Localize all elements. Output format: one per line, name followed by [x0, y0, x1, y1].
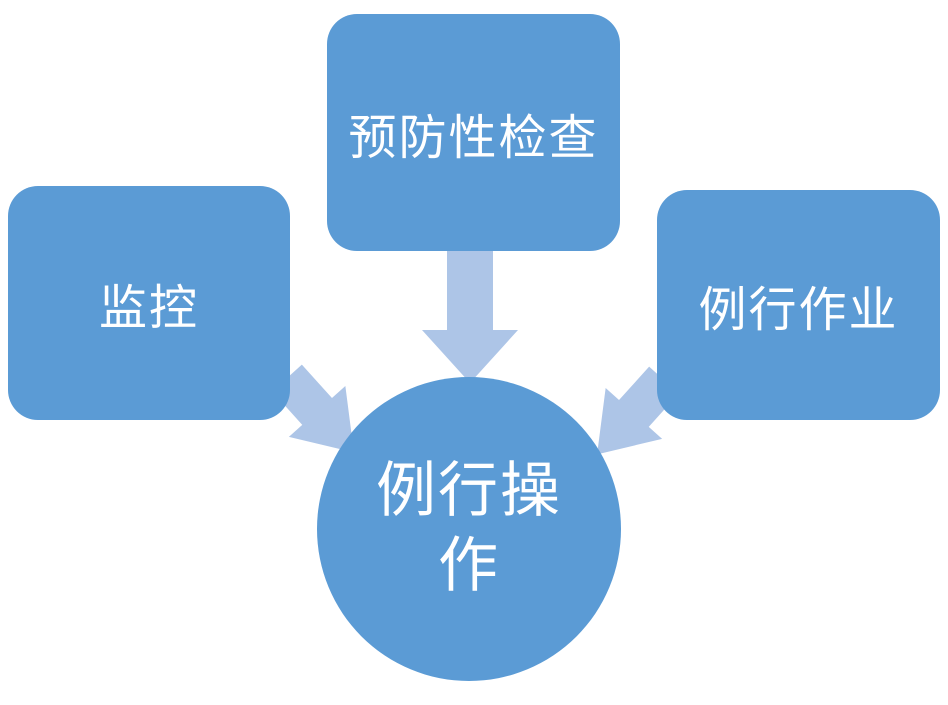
node-preventive-inspection-label: 预防性检查 [348, 109, 599, 166]
node-preventive-inspection: 预防性检查 [327, 14, 620, 251]
node-routine-work: 例行作业 [657, 190, 940, 420]
node-routine-work-label: 例行作业 [698, 282, 899, 338]
node-monitoring-label: 监控 [98, 280, 199, 336]
node-monitoring: 监控 [8, 186, 290, 420]
arrow-top-to-center-icon [422, 250, 518, 383]
node-routine-operation: 例行操作 [317, 377, 621, 681]
node-routine-operation-label: 例行操作 [376, 456, 562, 601]
